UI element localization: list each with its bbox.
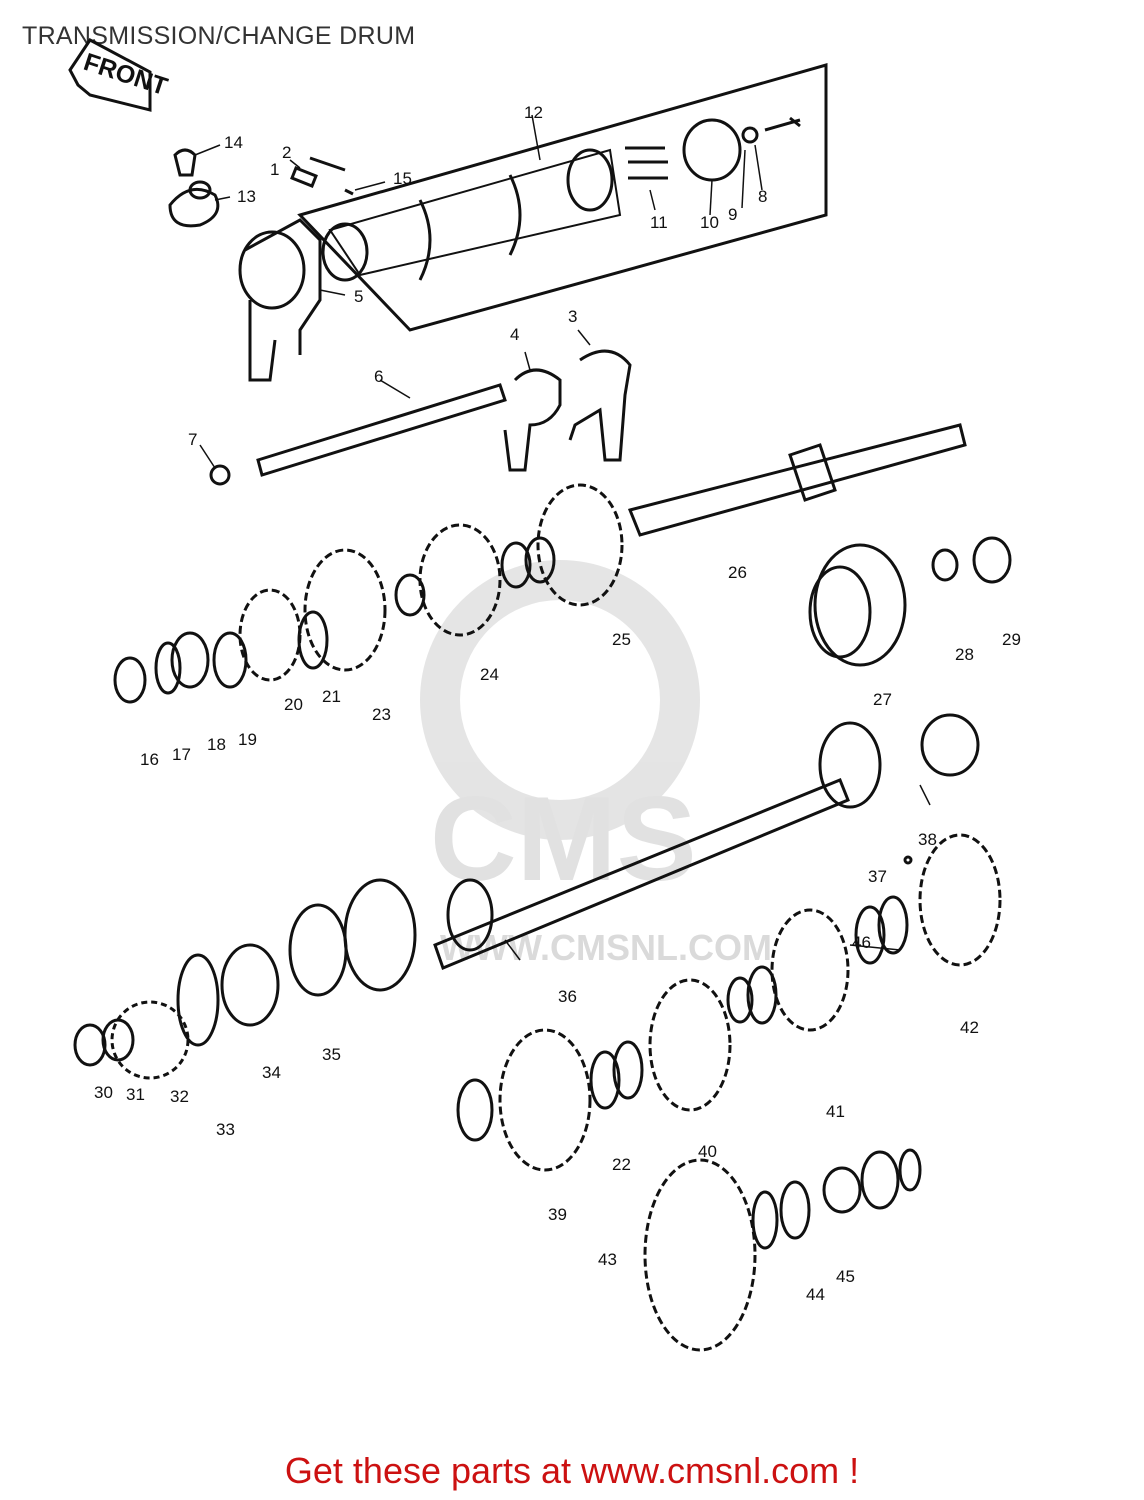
part-number: 4 [510, 325, 519, 344]
lower-right-gears [456, 833, 1002, 1352]
part-number: 16 [140, 750, 159, 769]
lower-left-parts [73, 878, 417, 1080]
part-number: 43 [598, 1250, 617, 1269]
part-number: 1 [270, 160, 279, 179]
leader-lines [194, 114, 931, 961]
part-number: 20 [284, 695, 303, 714]
part-number: 12 [524, 103, 543, 122]
part-number: 33 [216, 1120, 235, 1139]
part-number: 3 [568, 307, 577, 326]
part-number: 29 [1002, 630, 1021, 649]
part-number: 17 [172, 745, 191, 764]
part-number: 23 [372, 705, 391, 724]
watermark-logo: CMS [430, 772, 697, 906]
part-number: 39 [548, 1205, 567, 1224]
part-number: 34 [262, 1063, 281, 1082]
part-number: 18 [207, 735, 226, 754]
part-number: 41 [826, 1102, 845, 1121]
small-parts-top [168, 148, 354, 228]
part-number: 10 [700, 213, 719, 232]
part-number: 32 [170, 1087, 189, 1106]
upper-gear-stack [113, 483, 624, 704]
part-number: 8 [758, 187, 767, 206]
watermark: CMS WWW.CMSNL.COM [420, 560, 772, 968]
shift-forks-3-4 [209, 349, 632, 486]
part-number: 28 [955, 645, 974, 664]
part-number: 30 [94, 1083, 113, 1102]
part-number: 21 [322, 687, 341, 706]
part-number: 2 [282, 143, 291, 162]
part-number: 7 [188, 430, 197, 449]
part-number: 36 [558, 987, 577, 1006]
part-number: 45 [836, 1267, 855, 1286]
part-number-labels: 1 2 3 4 5 6 7 8 9 10 11 12 13 14 15 16 1… [94, 103, 1021, 1304]
part-number: 46 [852, 933, 871, 952]
output-shaft-26 [627, 423, 967, 537]
part-number: 9 [728, 205, 737, 224]
part-number: 25 [612, 630, 631, 649]
part-number: 27 [873, 690, 892, 709]
part-number: 44 [806, 1285, 825, 1304]
part-number: 6 [374, 367, 383, 386]
part-number: 35 [322, 1045, 341, 1064]
part-number: 15 [393, 169, 412, 188]
part-number: 13 [237, 187, 256, 206]
parts-diagram: CMS WWW.CMSNL.COM FRONT [68, 38, 1021, 1352]
shift-fork-5 [238, 218, 322, 382]
part-number: 26 [728, 563, 747, 582]
part-number: 40 [698, 1142, 717, 1161]
part-number: 19 [238, 730, 257, 749]
part-number: 31 [126, 1085, 145, 1104]
part-number: 42 [960, 1018, 979, 1037]
part-number: 37 [868, 867, 887, 886]
part-number: 22 [612, 1155, 631, 1174]
front-arrow-icon: FRONT [68, 38, 171, 112]
part-number: 24 [480, 665, 499, 684]
part-number: 11 [650, 213, 668, 232]
upper-bearings [808, 536, 1012, 667]
change-drum-assembly [297, 63, 828, 332]
part-number: 5 [354, 287, 363, 306]
part-number: 14 [224, 133, 243, 152]
cta-link[interactable]: Get these parts at www.cmsnl.com ! [284, 1450, 860, 1491]
main-shaft-36 [433, 713, 980, 970]
part-number: 38 [918, 830, 937, 849]
